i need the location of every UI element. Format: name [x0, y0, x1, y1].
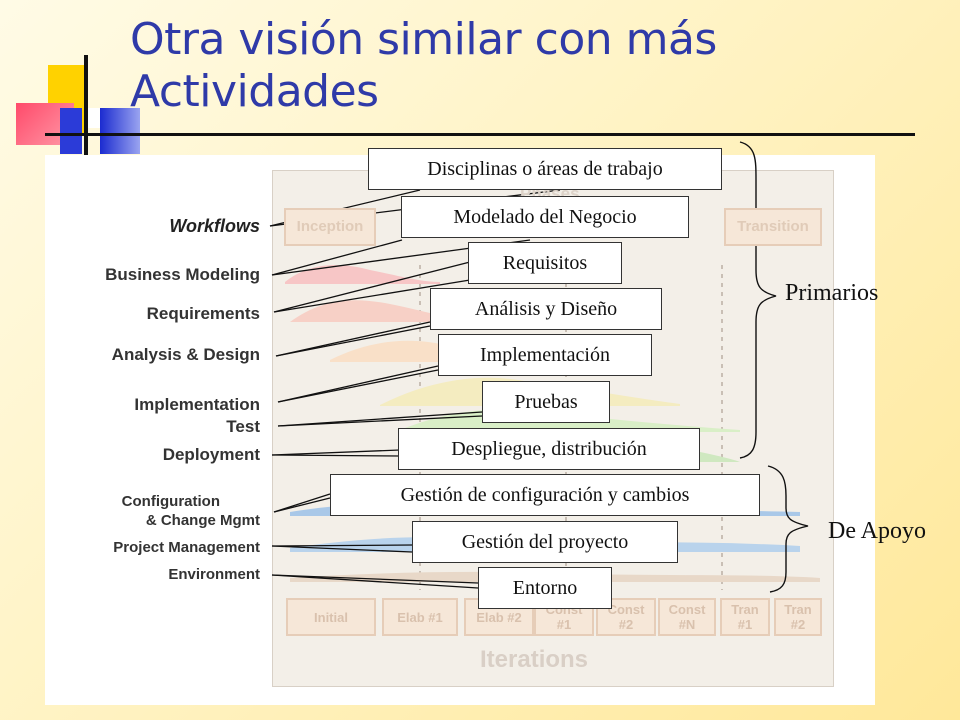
deco-vertical-line — [84, 55, 88, 155]
workflow-change-mgmt: & Change Mgmt — [145, 512, 260, 529]
workflow-implementation: Implementation — [134, 395, 260, 414]
support-brace — [767, 465, 809, 593]
workflow-project-management: Project Management — [113, 539, 260, 556]
workflow-analysis-design: Analysis & Design — [111, 345, 260, 364]
workflows-header: Workflows — [169, 216, 260, 236]
callout-entorno: Entorno — [478, 567, 612, 609]
workflow-business-modeling: Business Modeling — [105, 265, 260, 284]
workflow-configuration: Configuration — [121, 493, 220, 510]
iteration-const-2: Const#2 — [596, 598, 656, 636]
phase-inception: Inception — [284, 208, 376, 246]
callout-despliegue: Despliegue, distribución — [398, 428, 700, 470]
phase-transition: Transition — [724, 208, 822, 246]
iteration-tran-2: Tran#2 — [774, 598, 822, 636]
callout-pruebas: Pruebas — [482, 381, 610, 423]
deco-blue-square — [100, 108, 140, 154]
group-label-primarios: Primarios — [785, 280, 879, 306]
callout-requisitos: Requisitos — [468, 242, 622, 284]
iteration-elab-1: Elab #1 — [382, 598, 458, 636]
slide-title: Otra visión similar con más Actividades — [130, 14, 717, 117]
workflow-requirements: Requirements — [146, 304, 260, 323]
callout-analisis-diseno: Análisis y Diseño — [430, 288, 662, 330]
iterations-label: Iterations — [480, 646, 589, 673]
workflow-environment: Environment — [168, 566, 260, 583]
title-rule — [45, 133, 915, 136]
deco-white-notch — [84, 108, 100, 128]
workflow-test: Test — [226, 417, 260, 436]
iteration-tran-1: Tran#1 — [720, 598, 770, 636]
workflow-deployment: Deployment — [162, 445, 260, 464]
group-label-de-apoyo: De Apoyo — [828, 518, 926, 544]
iteration-const-n: Const#N — [658, 598, 716, 636]
callout-gestion-configuracion: Gestión de configuración y cambios — [330, 474, 760, 516]
primary-brace — [739, 141, 777, 459]
deco-blue-bar — [60, 108, 82, 154]
callout-disciplinas: Disciplinas o áreas de trabajo — [368, 148, 722, 190]
iteration-initial: Initial — [286, 598, 376, 636]
callout-modelado-negocio: Modelado del Negocio — [401, 196, 689, 238]
callout-gestion-proyecto: Gestión del proyecto — [412, 521, 678, 563]
callout-implementacion: Implementación — [438, 334, 652, 376]
